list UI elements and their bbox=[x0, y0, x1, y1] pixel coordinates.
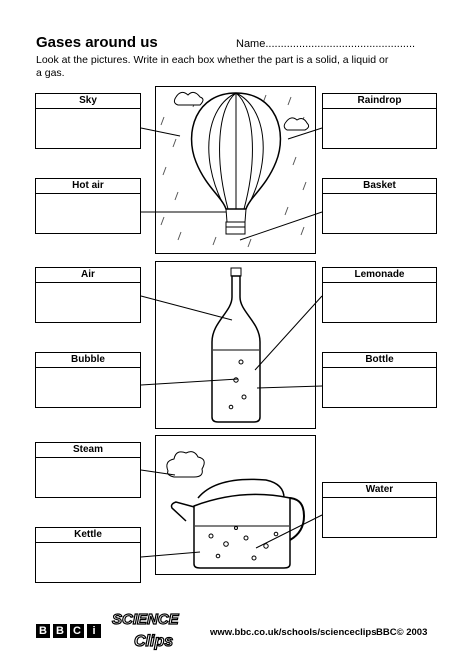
box-label-sky: Sky bbox=[36, 94, 140, 109]
website-url[interactable]: www.bbc.co.uk/schools/scienceclips bbox=[210, 627, 377, 638]
balloon-illustration bbox=[160, 91, 310, 248]
bbc-letter: B bbox=[53, 624, 67, 638]
name-field[interactable]: Name....................................… bbox=[236, 38, 416, 50]
box-label-bottle: Bottle bbox=[323, 353, 436, 368]
box-label-air: Air bbox=[36, 268, 140, 283]
answer-box-hot-air[interactable]: Hot air bbox=[35, 178, 141, 234]
answer-box-raindrop[interactable]: Raindrop bbox=[322, 93, 437, 149]
kettle-illustration bbox=[166, 451, 306, 569]
bbc-logo: B B C i bbox=[36, 624, 101, 638]
page-title: Gases around us bbox=[36, 34, 158, 51]
answer-box-steam[interactable]: Steam bbox=[35, 442, 141, 498]
bbc-letter: C bbox=[70, 624, 84, 638]
answer-box-basket[interactable]: Basket bbox=[322, 178, 437, 234]
instructions: Look at the pictures. Write in each box … bbox=[36, 54, 389, 79]
box-label-bubble: Bubble bbox=[36, 353, 140, 368]
box-label-raindrop: Raindrop bbox=[323, 94, 436, 109]
bottle-picture bbox=[155, 261, 316, 429]
answer-box-sky[interactable]: Sky bbox=[35, 93, 141, 149]
answer-box-bottle[interactable]: Bottle bbox=[322, 352, 437, 408]
answer-box-bubble[interactable]: Bubble bbox=[35, 352, 141, 408]
copyright-text: BBC© 2003 bbox=[376, 627, 428, 638]
kettle-picture bbox=[155, 435, 316, 575]
science-clips-logo: SCIENCE Clips bbox=[111, 610, 180, 650]
answer-box-water[interactable]: Water bbox=[322, 482, 437, 538]
logo-text-clips: Clips bbox=[134, 633, 173, 650]
box-label-lemonade: Lemonade bbox=[323, 268, 436, 283]
logo-text-science: SCIENCE bbox=[112, 611, 180, 628]
box-label-steam: Steam bbox=[36, 443, 140, 458]
box-label-water: Water bbox=[323, 483, 436, 498]
answer-box-kettle[interactable]: Kettle bbox=[35, 527, 141, 583]
bbc-letter: i bbox=[87, 624, 101, 638]
box-label-hot-air: Hot air bbox=[36, 179, 140, 194]
answer-box-lemonade[interactable]: Lemonade bbox=[322, 267, 437, 323]
answer-box-air[interactable]: Air bbox=[35, 267, 141, 323]
bottle-illustration bbox=[211, 267, 261, 423]
balloon-picture bbox=[155, 86, 316, 254]
bbc-letter: B bbox=[36, 624, 50, 638]
box-label-basket: Basket bbox=[323, 179, 436, 194]
box-label-kettle: Kettle bbox=[36, 528, 140, 543]
